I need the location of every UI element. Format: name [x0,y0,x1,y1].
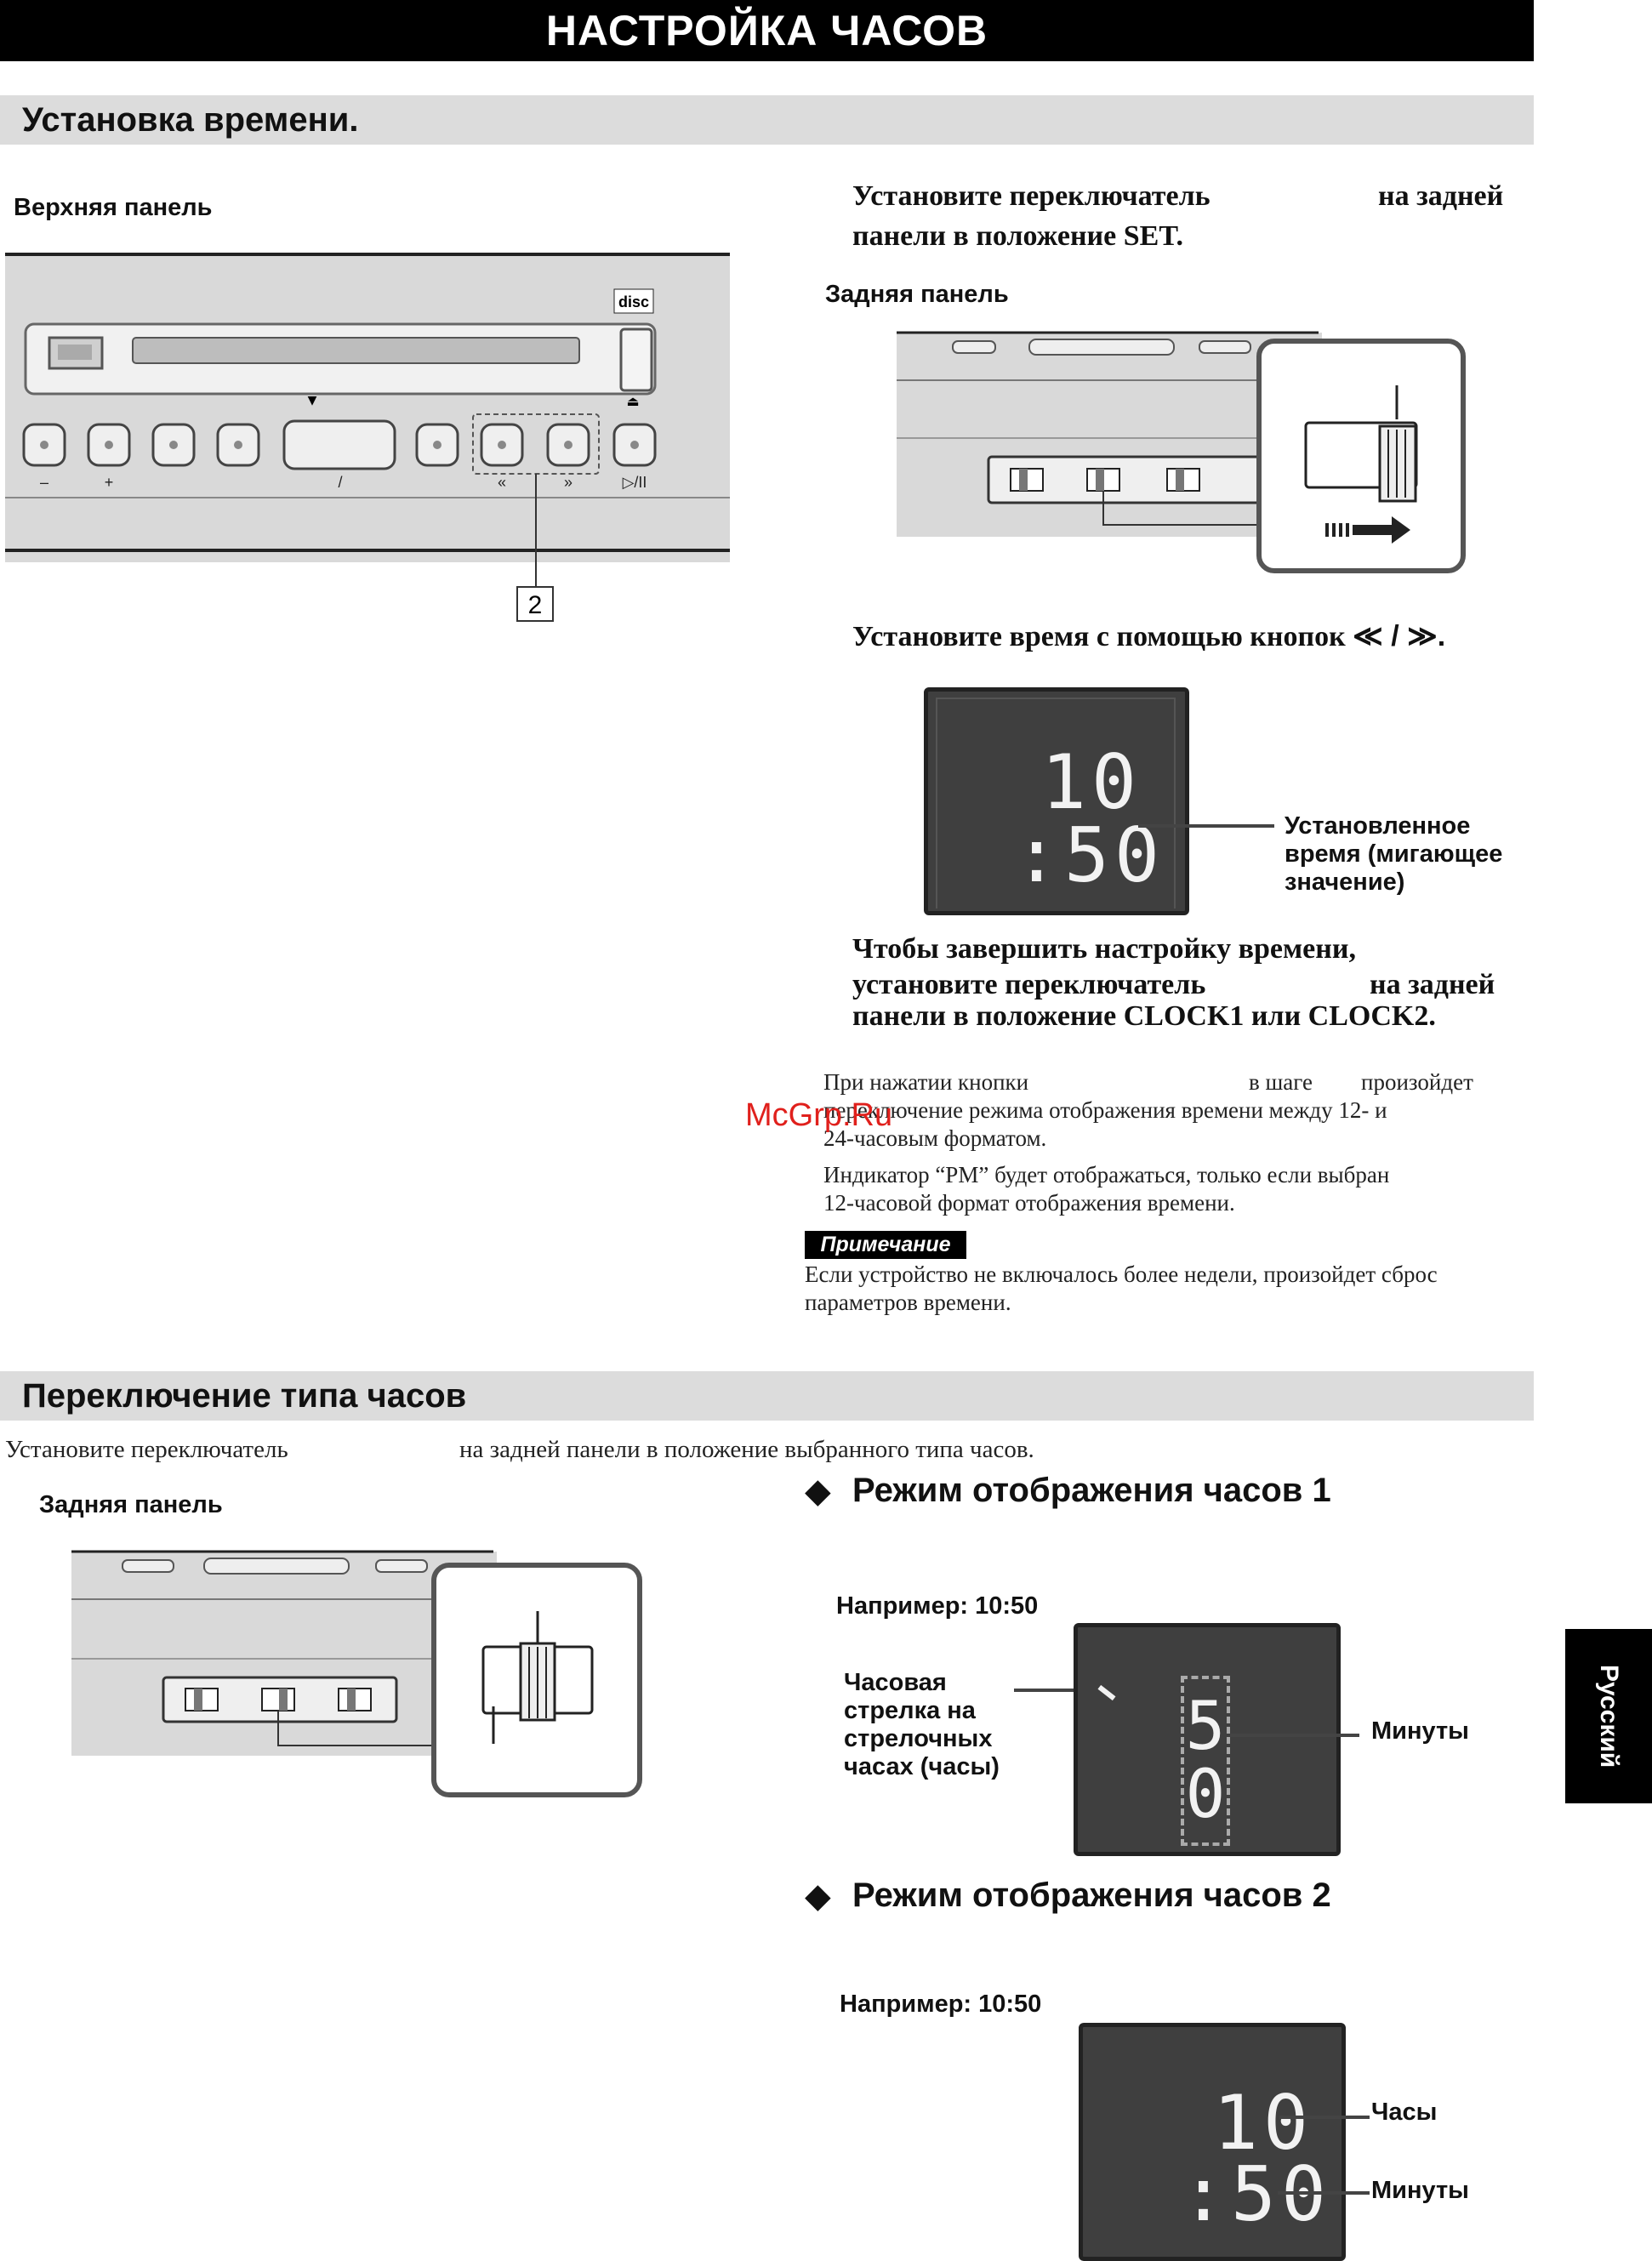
step1-line1: Установите переключатель [852,180,1211,212]
mode2-hours: 10 [1213,2079,1313,2167]
mode2-hours-callout-line [1279,2116,1370,2119]
svg-text:▼: ▼ [308,394,317,407]
step3-line3: панели в положение CLOCK1 или CLOCK2. [852,1000,1436,1032]
rear-panel-label: Задняя панель [825,281,1009,308]
step3-line2a: установите переключатель [852,969,1206,1000]
mode1-right-callout: Минуты [1371,1717,1469,1745]
display-callout-line [1138,824,1274,828]
note-line2: параметров времени. [805,1290,1011,1315]
step2-text: Установите время с помощью кнопок ≪ / ≫. [852,620,1446,652]
display-minutes: :50 [1014,812,1165,899]
section-1-header [0,95,1534,145]
rear-panel-illustration-1 [897,331,1466,573]
display-hours: 10 [1041,738,1142,826]
mode1-title: Режим отображения часов 1 [852,1472,1331,1509]
diamond-icon: ◆ [805,1472,831,1511]
step-number-callout: 2 [528,591,543,619]
eject-label: ⏏ [626,393,639,409]
top-panel-label: Верхняя панель [14,194,213,221]
step2-buttons: ≪ / ≫. [1353,620,1446,652]
section-1-title: Установка времени. [22,101,359,139]
mode1-digit-2: 0 [1185,1757,1226,1833]
mode1-right-callout-line [1230,1734,1359,1737]
slash-label: / [338,474,342,491]
section-2-header [0,1371,1534,1421]
next-label: » [564,474,573,491]
page-title: НАСТРОЙКА ЧАСОВ [545,7,988,54]
watermark: McGrp.Ru [745,1097,893,1133]
para1-c: произойдет [1361,1069,1473,1095]
note-label: Примечание [805,1231,966,1259]
mode2-minutes: :50 [1181,2150,1331,2238]
mode2-example: Например: 10:50 [840,1990,1042,2018]
section-2-title: Переключение типа часов [22,1377,467,1415]
minutes-dashed-frame [1181,1676,1230,1846]
top-panel-illustration: disc ▼ ⏏ – + / « » ▷/II 2 [5,253,730,622]
rear-panel-illustration-2 [71,1550,642,1797]
mode1-example: Например: 10:50 [836,1592,1039,1620]
step1-line1b: на задней [1378,180,1504,212]
para2-line2: 12-часовой формат отображения времени. [823,1190,1235,1216]
clock-display-setting [924,687,1189,915]
section2-intro-b: на задней панели в положение выбранного … [459,1436,1034,1463]
disc-logo: disc [618,293,649,310]
para1-a: При нажатии кнопки [823,1069,1029,1095]
mode1-digit-1: 5 [1185,1689,1226,1765]
mode2-hours-callout: Часы [1371,2099,1438,2126]
mode2-minutes-callout-line [1278,2191,1370,2195]
mode2-minutes-callout: Минуты [1371,2177,1469,2204]
step1-line2: панели в положение SET. [852,220,1183,252]
display-inner-frame [936,698,1176,908]
mode2-title: Режим отображения часов 2 [852,1877,1331,1914]
para1-line2: переключение режима отображения времени … [823,1097,1387,1123]
step3-line1: Чтобы завершить настройку времени, [852,933,1356,965]
display-callout: Установленное время (мигающее значение) [1285,812,1503,896]
prev-label: « [498,474,506,491]
diamond-icon-2: ◆ [805,1877,831,1916]
para2-line1: Индикатор “PM” будет отображаться, тольк… [823,1162,1390,1187]
plus-label: + [105,474,114,491]
rear-panel-label-2: Задняя панель [39,1491,223,1518]
play-label: ▷/II [623,474,647,491]
language-tab [1565,1629,1652,1803]
section2-intro-a: Установите переключатель [5,1436,288,1463]
minus-label: – [40,474,48,491]
para1-b: в шаге [1249,1069,1313,1095]
title-bar [0,0,1534,61]
para1-line3: 24-часовым форматом. [823,1125,1047,1151]
language-tab-label: Русский [1595,1664,1623,1768]
step3-line2b: на задней [1370,969,1495,1000]
note-line1: Если устройство не включалось более неде… [805,1261,1438,1287]
clock-display-mode1 [1074,1623,1341,1856]
mode1-left-callout: Часовая стрелка на стрелочных часах (час… [844,1669,1000,1780]
